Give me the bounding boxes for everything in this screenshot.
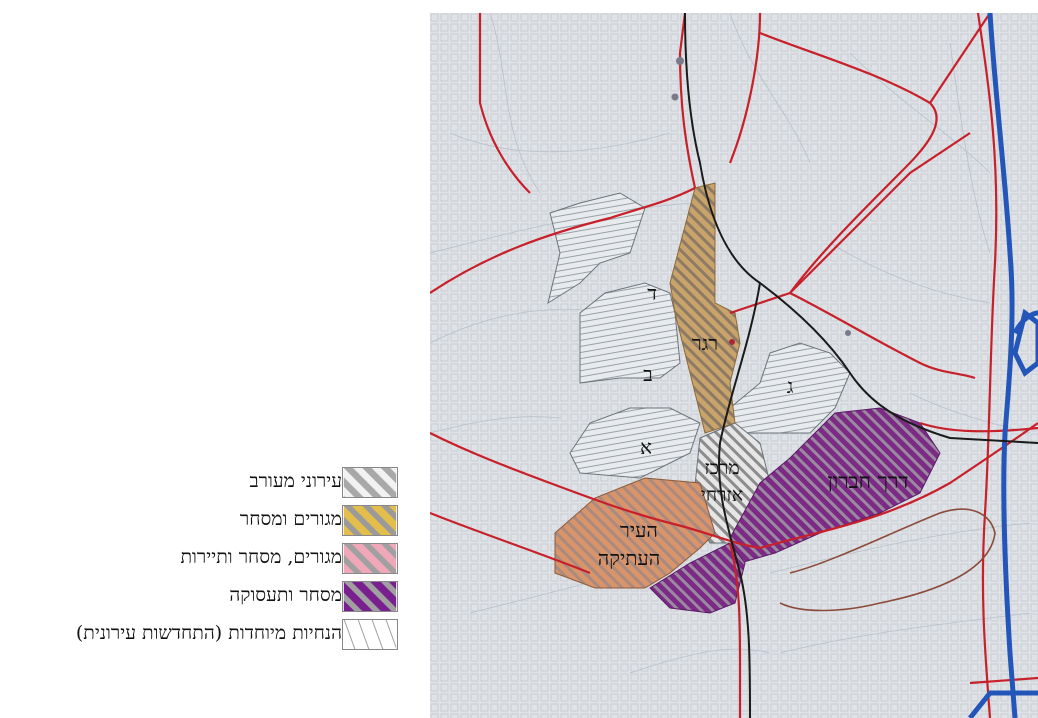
label-civic-center-line1: מרכז bbox=[704, 457, 739, 479]
label-hebron-road: דרך חברון bbox=[828, 469, 909, 493]
streets bbox=[430, 13, 1031, 674]
legend-item-special-guidelines: הנחיות מיוחדות (התחדשות עירונית) bbox=[0, 616, 404, 653]
residential-commercial-swatch bbox=[342, 505, 398, 536]
commerce-employment-swatch bbox=[342, 581, 398, 612]
legend-label: מגורים, מסחר ותיירות bbox=[180, 546, 342, 568]
map-legend: עירוני מעורב מגורים ומסחר מגורים, מסחר ו… bbox=[0, 462, 404, 690]
map-canvas: ד רגר ב ג א מרכז אזרחי דרך חברון העיר הע… bbox=[430, 13, 1038, 718]
legend-item-residential-commercial-tourism: מגורים, מסחר ותיירות bbox=[0, 540, 404, 577]
zone-bet[interactable] bbox=[579, 282, 681, 384]
landmark-dot bbox=[729, 339, 735, 345]
label-gimel: ג bbox=[787, 374, 794, 398]
main-roads bbox=[430, 13, 1038, 718]
legend-label: הנחיות מיוחדות (התחדשות עירונית) bbox=[75, 622, 342, 644]
legend-item-residential-commercial: מגורים ומסחר bbox=[0, 502, 404, 539]
label-old-city-line1: העיר bbox=[620, 518, 658, 542]
landmark-dot bbox=[671, 93, 679, 101]
zoning-map[interactable]: ד רגר ב ג א מרכז אזרחי דרך חברון העיר הע… bbox=[430, 13, 1038, 718]
label-civic-center-line2: אזרחי bbox=[701, 484, 743, 506]
legend-item-commerce-employment: מסחר ותעסוקה bbox=[0, 578, 404, 615]
label-alef: א bbox=[640, 435, 652, 459]
landmark-dot bbox=[676, 57, 684, 65]
zone-old-city[interactable] bbox=[554, 477, 716, 589]
zone-alef[interactable] bbox=[569, 407, 701, 479]
ridge-road bbox=[779, 508, 996, 612]
label-regev: רגר bbox=[692, 331, 718, 355]
special-guidelines-swatch bbox=[342, 619, 398, 650]
legend-label: מגורים ומסחר bbox=[239, 508, 342, 530]
zone-hebron-road[interactable] bbox=[729, 407, 941, 564]
legend-label: עירוני מעורב bbox=[249, 470, 343, 492]
mixed-urban-swatch bbox=[342, 467, 398, 498]
landmark-dot bbox=[845, 330, 851, 336]
zone-hebron-road-west[interactable] bbox=[649, 542, 746, 614]
label-old-city-line2: העתיקה bbox=[598, 546, 660, 570]
legend-item-mixed-urban: עירוני מעורב bbox=[0, 464, 404, 501]
railway bbox=[684, 13, 1038, 718]
label-bet: ב bbox=[643, 362, 653, 386]
residential-commercial-tourism-swatch bbox=[342, 543, 398, 574]
label-dalet: ד bbox=[647, 281, 657, 305]
legend-label: מסחר ותעסוקה bbox=[229, 584, 342, 606]
